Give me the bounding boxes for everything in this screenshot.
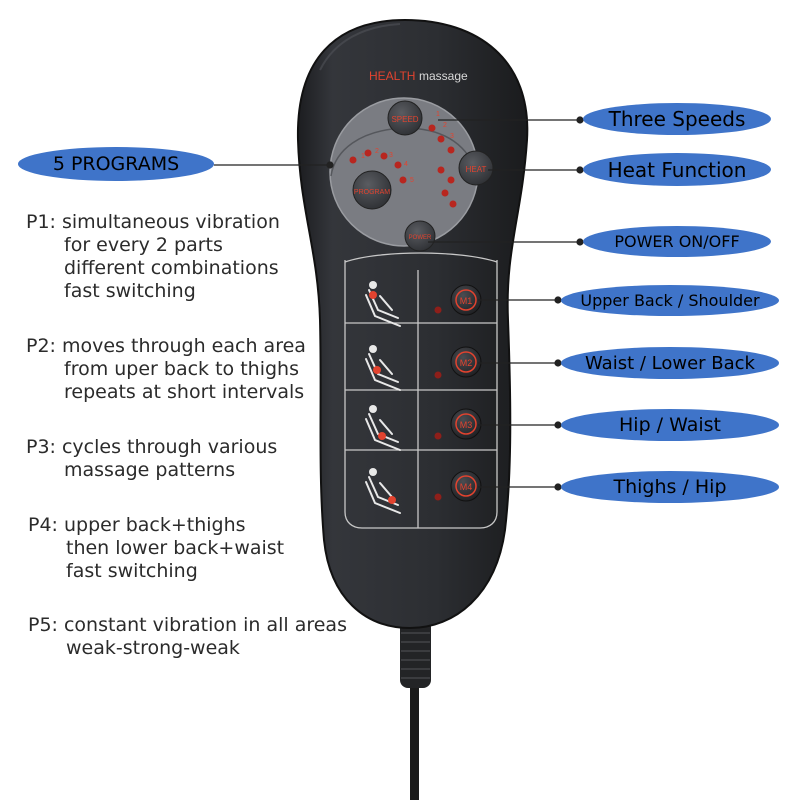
heat-button[interactable]: HEAT — [458, 150, 494, 186]
m4-label: M4 — [460, 482, 473, 492]
svg-text:5: 5 — [410, 177, 414, 184]
program-label: PROGRAM — [354, 189, 390, 196]
m1-button[interactable]: M1 — [450, 284, 482, 316]
svg-text:3: 3 — [450, 133, 454, 140]
m1-label: M1 — [460, 296, 473, 306]
m4-button[interactable]: M4 — [450, 470, 482, 502]
svg-text:2: 2 — [375, 148, 379, 155]
callout-m2-zone: Waist / Lower Back — [561, 347, 779, 379]
motor-panel — [344, 252, 498, 529]
svg-text:4: 4 — [404, 161, 408, 168]
callout-5-programs: 5 PROGRAMS — [18, 147, 214, 181]
program-number-labels: 1 2 3 4 5 — [361, 148, 414, 184]
speed-button[interactable]: SPEED — [387, 100, 423, 136]
chair-icon-m2 — [365, 345, 401, 391]
leader-lines — [214, 116, 584, 491]
svg-text:1: 1 — [361, 153, 365, 160]
m2-button[interactable]: M2 — [450, 346, 482, 378]
motor-leds — [434, 306, 442, 501]
power-cable — [400, 614, 431, 800]
program-description-p3: P3: cycles through various massage patte… — [26, 436, 278, 481]
svg-text:3: 3 — [389, 152, 393, 159]
power-button[interactable]: POWER — [404, 220, 436, 252]
callout-heat-function: Heat Function — [583, 153, 771, 186]
callout-m3-zone: Hip / Waist — [561, 409, 779, 441]
program-description-p2: P2: moves through each area from uper ba… — [26, 335, 306, 403]
m3-label: M3 — [460, 420, 473, 430]
svg-text:1: 1 — [436, 111, 440, 118]
program-leds — [349, 149, 407, 184]
brand-health: HEALTH — [369, 69, 415, 83]
callout-m4-zone: Thighs / Hip — [561, 471, 779, 503]
m3-button[interactable]: M3 — [450, 408, 482, 440]
callout-m1-zone: Upper Back / Shoulder — [561, 285, 779, 316]
power-label: POWER — [409, 235, 432, 241]
svg-text:2: 2 — [443, 122, 447, 129]
callout-power-onoff: POWER ON/OFF — [583, 226, 771, 257]
speed-label: SPEED — [391, 115, 418, 124]
speed-level-labels: 1 2 3 — [436, 111, 454, 140]
program-button[interactable]: PROGRAM — [352, 170, 392, 210]
program-description-p1: P1: simultaneous vibration for every 2 p… — [26, 211, 280, 302]
heat-label: HEAT — [466, 165, 487, 174]
speed-leds — [428, 124, 455, 154]
heat-leds — [437, 166, 457, 208]
program-description-p4: P4: upper back+thighs then lower back+wa… — [28, 514, 285, 582]
chair-icon-m4 — [365, 468, 401, 514]
chair-icon-m1 — [365, 281, 401, 327]
program-description-p5: P5: constant vibration in all areas weak… — [28, 614, 347, 659]
callout-three-speeds: Three Speeds — [583, 103, 771, 135]
chair-icon-m3 — [365, 405, 401, 451]
m2-label: M2 — [460, 358, 473, 368]
brand-massage: massage — [419, 69, 468, 83]
